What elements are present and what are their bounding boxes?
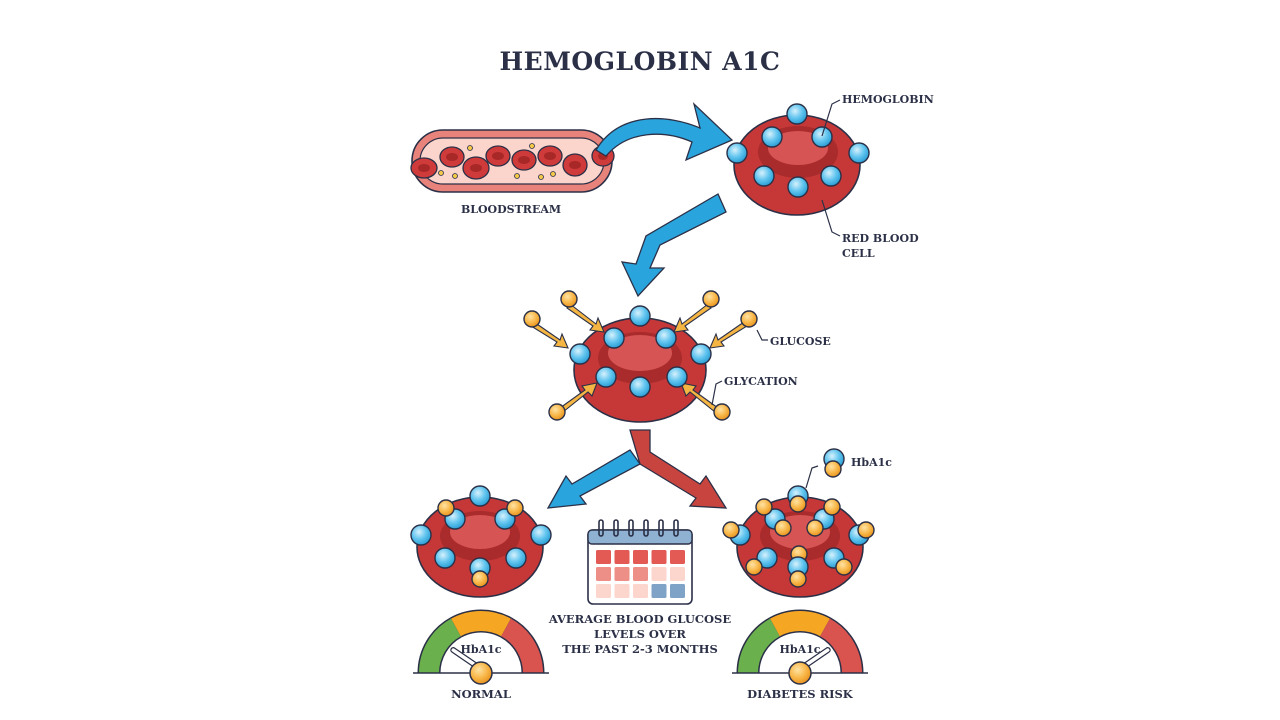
gauge-segment-orange xyxy=(770,611,830,637)
hemoglobin-label: HEMOGLOBIN xyxy=(842,93,934,106)
arrow-cell-to-glycation xyxy=(620,193,727,298)
calendar-cell xyxy=(651,567,667,581)
calendar-cell xyxy=(633,584,648,598)
calendar-cell xyxy=(596,567,611,581)
calendar-cell xyxy=(633,567,648,581)
red-blood-cell-top xyxy=(726,103,870,216)
diabetes-risk-label: DIABETES RISK xyxy=(747,687,854,701)
glycation-label: GLYCATION xyxy=(724,375,798,388)
gauge-hba1c-text: HbA1c xyxy=(461,643,502,656)
arrow-vessel-to-cell xyxy=(595,101,734,162)
gauge-segment-orange xyxy=(451,611,511,637)
red-blood-cell-normal xyxy=(410,485,552,598)
calendar-cell xyxy=(633,550,648,564)
calendar-cell xyxy=(614,584,630,598)
gauge-normal: HbA1c xyxy=(413,609,549,685)
red-blood-cell-label-1: RED BLOOD xyxy=(842,232,919,245)
red-blood-cell-glycation xyxy=(573,317,707,423)
average-text-line-1: AVERAGE BLOOD GLUCOSE xyxy=(548,612,731,626)
gauge-segment-red xyxy=(819,618,862,674)
calendar-cells xyxy=(596,550,685,598)
gauge-hub xyxy=(788,661,812,685)
red-blood-cell-risk xyxy=(722,485,875,598)
gauge-hub xyxy=(469,661,493,685)
calendar-icon xyxy=(587,519,693,605)
red-blood-cell-label-2: CELL xyxy=(842,247,875,260)
bloodstream-label: BLOODSTREAM xyxy=(461,203,561,216)
glucose-arrows xyxy=(530,303,748,413)
hba1c-legend-label: HbA1c xyxy=(851,456,892,469)
calendar-cell xyxy=(670,567,685,581)
arrow-split-red xyxy=(629,429,728,509)
calendar-cell xyxy=(651,550,667,564)
arrow-split-blue xyxy=(546,449,641,509)
average-text-line-2: LEVELS OVER xyxy=(594,627,686,641)
page-title: HEMOGLOBIN A1C xyxy=(500,47,781,76)
average-text-line-3: THE PAST 2-3 MONTHS xyxy=(562,642,718,656)
gauge-diabetes-risk: HbA1c xyxy=(732,609,868,685)
bloodstream-vessel xyxy=(410,129,615,193)
calendar-cell xyxy=(670,584,685,598)
gauge-segment-green xyxy=(419,618,462,674)
calendar-cell xyxy=(596,584,611,598)
hba1c-legend-icon xyxy=(823,448,845,478)
calendar-cell xyxy=(596,550,611,564)
gauge-segment-red xyxy=(500,618,543,674)
calendar-cell xyxy=(614,567,630,581)
calendar-cell xyxy=(614,550,630,564)
red-blood-cells-in-vessel xyxy=(410,145,615,180)
normal-label: NORMAL xyxy=(451,687,511,701)
gauge-segment-green xyxy=(738,618,781,674)
calendar-cell xyxy=(670,550,685,564)
calendar-cell xyxy=(651,584,667,598)
gauge-hba1c-text: HbA1c xyxy=(780,643,821,656)
glucose-label: GLUCOSE xyxy=(770,335,831,348)
